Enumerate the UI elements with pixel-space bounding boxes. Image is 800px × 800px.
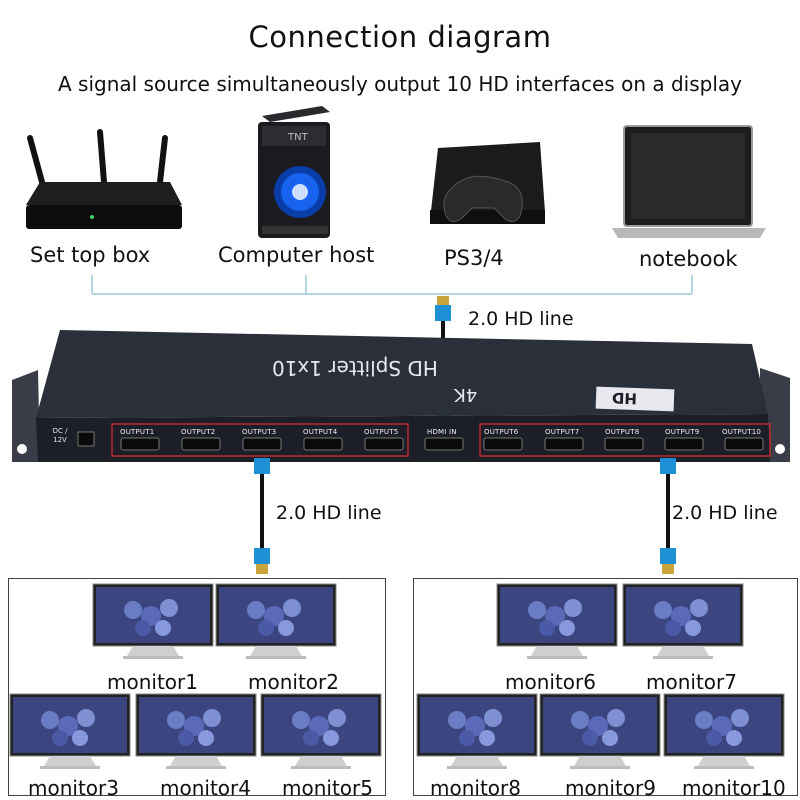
output-group-left — [111, 423, 409, 457]
monitor-screen-1 — [92, 583, 214, 660]
monitor-screen-2 — [215, 583, 337, 660]
monitor-screen-6 — [496, 583, 618, 660]
label-monitor4: monitor4 — [160, 776, 251, 800]
power-label: DC / 12V — [52, 427, 68, 444]
game-console-icon — [430, 142, 545, 224]
label-computer-host: Computer host — [218, 243, 375, 267]
label-ps: PS3/4 — [444, 246, 504, 270]
label-notebook: notebook — [639, 247, 738, 271]
monitor-screen-10 — [663, 693, 785, 770]
cable-label-right: 2.0 HD line — [672, 502, 778, 524]
port-label-output1: OUTPUT1 — [120, 428, 155, 436]
label-monitor2: monitor2 — [248, 670, 339, 694]
label-monitor5: monitor5 — [282, 776, 373, 800]
label-monitor10: monitor10 — [682, 776, 786, 800]
diagram-title: Connection diagram — [248, 20, 552, 54]
hd-logo-badge — [595, 386, 675, 412]
label-monitor8: monitor8 — [430, 776, 521, 800]
diagram-subtitle: A signal source simultaneously output 10… — [58, 72, 742, 96]
port-label-output7: OUTPUT7 — [545, 428, 580, 436]
port-label-output5: OUTPUT5 — [364, 428, 399, 436]
label-set-top-box: Set top box — [30, 243, 151, 267]
label-monitor3: monitor3 — [28, 776, 119, 800]
port-label-output2: OUTPUT2 — [181, 428, 216, 436]
mount-hole-right — [775, 444, 785, 454]
label-monitor1: monitor1 — [107, 670, 198, 694]
label-monitor9: monitor9 — [565, 776, 656, 800]
port-label-output3: OUTPUT3 — [242, 428, 277, 436]
port-label-output6: OUTPUT6 — [484, 428, 519, 436]
port-label-output8: OUTPUT8 — [605, 428, 640, 436]
cable-label-input: 2.0 HD line — [468, 308, 574, 330]
router-icon — [26, 129, 182, 229]
mount-ear-left — [12, 370, 40, 462]
label-monitor7: monitor7 — [646, 670, 737, 694]
computer-tower-icon: TNT — [258, 106, 330, 238]
source-bracket — [91, 275, 693, 295]
output-cable-right — [660, 458, 676, 574]
monitor-screen-7 — [622, 583, 744, 660]
port-label-output9: OUTPUT9 — [665, 428, 700, 436]
port-label-output10: OUTPUT10 — [722, 428, 762, 436]
monitor-screen-5 — [260, 693, 382, 770]
label-monitor6: monitor6 — [505, 670, 596, 694]
hdmi-in-label: HDMI IN — [427, 428, 457, 436]
notebook-icon — [612, 125, 766, 238]
output-group-right — [479, 423, 771, 457]
monitor-screen-3 — [9, 693, 131, 770]
monitor-screen-4 — [135, 693, 257, 770]
cable-label-left: 2.0 HD line — [276, 502, 382, 524]
output-cable-left — [254, 458, 270, 574]
mount-hole-left — [17, 444, 27, 454]
monitor-screen-9 — [539, 693, 661, 770]
splitter-top — [36, 330, 768, 418]
hdmi-ports — [120, 437, 764, 451]
monitor-screen-8 — [416, 693, 538, 770]
svg-text:TNT: TNT — [287, 132, 309, 143]
port-label-output4: OUTPUT4 — [303, 428, 338, 436]
power-jack — [77, 431, 95, 447]
